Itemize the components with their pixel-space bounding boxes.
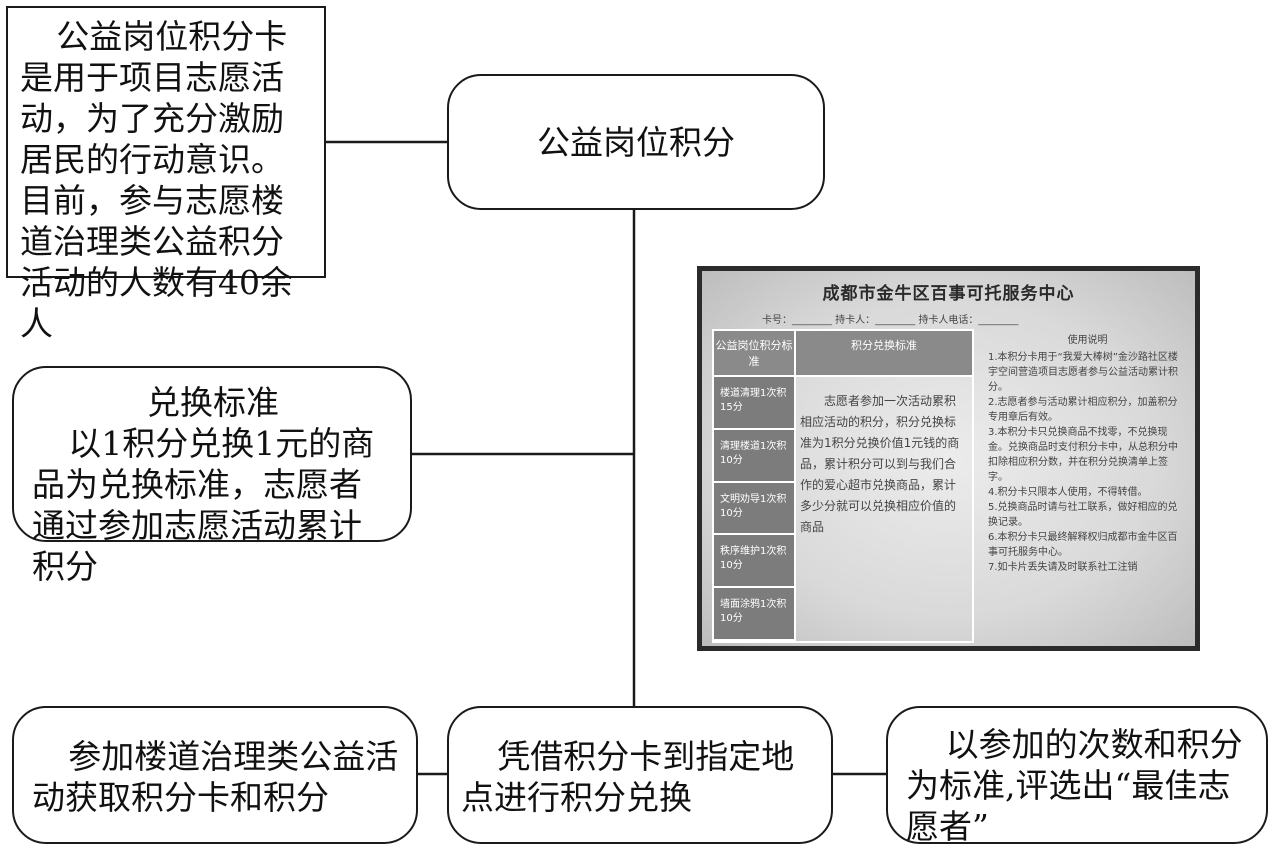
- points-card-description-box: 公益岗位积分卡是用于项目志愿活动，为了充分激励居民的行动意识。目前，参与志愿楼道…: [6, 6, 326, 343]
- card-fields: 卡号：________ 持卡人：________ 持卡人电话：________: [762, 315, 1019, 326]
- exchange-standard-node: 兑换标准 以1积分兑换1元的商品为兑换标准，志愿者通过参加志愿活动累计积分: [12, 366, 412, 586]
- card-instructions: 使用说明 1.本积分卡用于“我爱大棒树”金沙路社区楼宇空间营造项目志愿者参与公益…: [988, 333, 1187, 575]
- earn-points-text: 参加楼道治理类公益活动获取积分卡和积分: [32, 737, 399, 817]
- card-exchange-description: 志愿者参加一次活动累积相应活动的积分，积分兑换标准为1积分兑换价值1元钱的商品，…: [800, 394, 960, 534]
- card-activity-row: 清理楼道1次积10分: [714, 429, 796, 483]
- earn-points-node: 参加楼道治理类公益活动获取积分卡和积分: [12, 706, 418, 844]
- card-points-table: 公益岗位积分标准 积分兑换标准 楼道清理1次积15分 清理楼道1次积10分 文明…: [712, 329, 974, 643]
- points-card-surface: 成都市金牛区百事可托服务中心 卡号：________ 持卡人：________ …: [702, 271, 1195, 646]
- card-instruction-item: 7.如卡片丢失请及时联系社工注销: [988, 562, 1138, 573]
- best-volunteer-node: 以参加的次数和积分为标准,评选出“最佳志愿者”: [886, 706, 1268, 846]
- card-activity-row: 墙面涂鸦1次积10分: [714, 588, 796, 641]
- card-instruction-item: 4.积分卡只限本人使用，不得转借。: [988, 487, 1148, 498]
- card-activity-row: 文明劝导1次积10分: [714, 482, 796, 536]
- card-instruction-item: 1.本积分卡用于“我爱大棒树”金沙路社区楼宇空间营造项目志愿者参与公益活动累计积…: [988, 352, 1178, 393]
- card-instruction-item: 2.志愿者参与活动累计相应积分，加盖积分专用章后有效。: [988, 397, 1178, 423]
- card-activity-rows: 楼道清理1次积15分 清理楼道1次积10分 文明劝导1次积10分 秩序维护1次积…: [714, 377, 796, 641]
- card-header-left: 公益岗位积分标准: [714, 331, 796, 377]
- redeem-points-text: 凭借积分卡到指定地点进行积分兑换: [461, 737, 795, 817]
- points-card-photo: 成都市金牛区百事可托服务中心 卡号：________ 持卡人：________ …: [697, 266, 1200, 651]
- card-activity-row: 秩序维护1次积10分: [714, 535, 796, 589]
- exchange-standard-title: 兑换标准: [147, 383, 279, 422]
- points-card-description-text: 公益岗位积分卡是用于项目志愿活动，为了充分激励居民的行动意识。目前，参与志愿楼道…: [20, 17, 293, 343]
- best-volunteer-text: 以参加的次数和积分为标准,评选出“最佳志愿者”: [906, 725, 1243, 846]
- public-welfare-points-node: 公益岗位积分: [447, 74, 825, 210]
- card-instruction-item: 6.本积分卡只最终解释权归成都市金牛区百事可托服务中心。: [988, 532, 1178, 558]
- card-activity-row: 楼道清理1次积15分: [714, 377, 796, 430]
- card-instructions-title: 使用说明: [1067, 335, 1108, 346]
- redeem-points-node: 凭借积分卡到指定地点进行积分兑换: [447, 706, 833, 844]
- card-title: 成都市金牛区百事可托服务中心: [822, 284, 1075, 304]
- card-instruction-item: 3.本积分卡只兑换商品不找零，不兑换现金。兑换商品时支付积分卡中，从总积分中扣除…: [988, 427, 1178, 483]
- exchange-standard-text: 以1积分兑换1元的商品为兑换标准，志愿者通过参加志愿活动累计积分: [32, 424, 375, 586]
- public-welfare-points-label: 公益岗位积分: [537, 122, 735, 162]
- card-instruction-item: 5.兑换商品时请与社工联系，做好相应的兑换记录。: [988, 502, 1178, 528]
- card-header-right: 积分兑换标准: [796, 331, 972, 377]
